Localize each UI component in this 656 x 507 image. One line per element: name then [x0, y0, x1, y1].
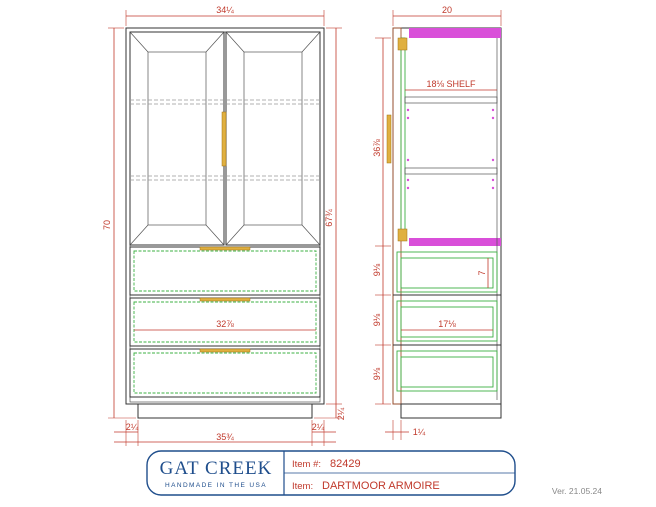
right-offset-label: 2¼: [312, 422, 325, 432]
side-drawers: [393, 251, 501, 392]
drawer-height-2: 9⅛: [372, 313, 382, 326]
top-hinge: [397, 37, 408, 51]
brand-name: GAT CREEK: [160, 458, 273, 479]
front-height-label: 70: [102, 220, 112, 230]
side-view: 20 18⅛ SHELF 36⅞ 9⅛ 9⅛ 9⅛ 7 17⅛ 1¼: [372, 5, 502, 440]
front-cabinet-outline: [125, 27, 325, 405]
side-depth-label: 20: [442, 5, 452, 15]
drawer-inner-height: 7: [477, 270, 487, 275]
left-door: [129, 31, 225, 246]
shelf-pins: [406, 108, 495, 190]
drawer-2: [129, 297, 321, 347]
bottom-hinge: [397, 228, 408, 242]
shelf-label: 18⅛ SHELF: [426, 79, 476, 89]
toe-offset-label: 1¼: [413, 427, 426, 437]
front-base: [137, 403, 313, 419]
right-door: [225, 31, 321, 246]
drawer-width-label: 32⅞: [216, 319, 234, 329]
item-number-label: Item #:: [292, 459, 321, 470]
top-panel: [409, 28, 501, 38]
version-label: Ver. 21.05.24: [552, 486, 602, 496]
front-cabinet-height-label: 67¾: [324, 209, 334, 227]
drawer-depth-label: 17⅛: [438, 319, 456, 329]
drawer-1: [129, 246, 321, 296]
front-width-label: 34¼: [216, 5, 234, 15]
drawer-height-3: 9⅛: [372, 367, 382, 380]
brand-tagline: HANDMADE IN THE USA: [165, 482, 267, 489]
drawer-3: [129, 348, 321, 398]
base-width-label: 35¾: [216, 432, 234, 442]
side-base: [400, 403, 502, 419]
door-handle: [221, 111, 227, 167]
front-base-height-label: 2¼: [336, 407, 346, 420]
upper-height-label: 36⅞: [372, 139, 382, 157]
drawer-height-1: 9⅛: [372, 263, 382, 276]
side-handle: [386, 114, 392, 164]
item-number: 82429: [330, 458, 361, 470]
item-name: DARTMOOR ARMOIRE: [322, 480, 440, 492]
front-view: 34¼ 70 67¾ 2¼ 32⅞ 2¼ 2¼ 35¾: [102, 5, 346, 446]
left-offset-label: 2¼: [126, 422, 139, 432]
title-block: GAT CREEK HANDMADE IN THE USA Item #: 82…: [146, 450, 516, 496]
item-name-label: Item:: [292, 481, 313, 492]
